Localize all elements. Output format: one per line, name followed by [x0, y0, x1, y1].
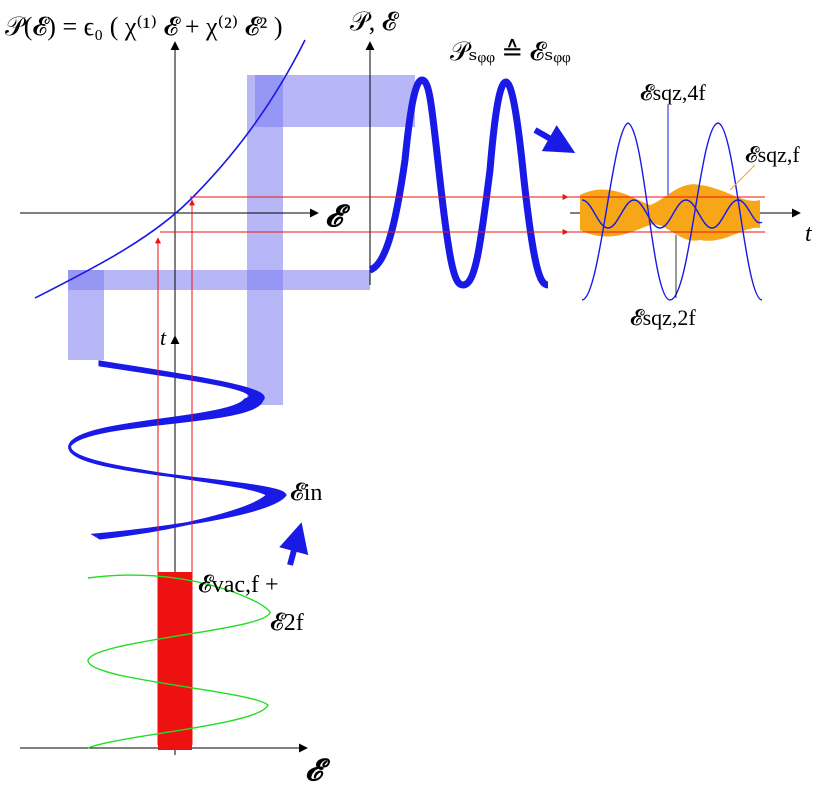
band-low-horizontal	[68, 270, 370, 290]
transfer-bands	[68, 75, 415, 405]
input-field-wave	[68, 360, 287, 540]
e-sqz-2f-wave	[581, 122, 763, 301]
label-p-sqz-eq-e-sqz: 𝒫ₛᵩᵩ ≙ 𝓔ₛᵩᵩ	[450, 37, 571, 66]
axis-label-t-left: t	[160, 325, 167, 350]
e-sqz-4f-wave	[581, 199, 763, 229]
band-mid-vertical	[247, 75, 283, 405]
label-e-sqz-2f: 𝓔sqz,2f	[630, 305, 696, 330]
axis-label-t-right: t	[805, 221, 813, 247]
callouts	[279, 105, 756, 566]
label-e-sqz-4f: 𝓔sqz,4f	[640, 80, 706, 105]
polarization-formula: 𝒫(𝓔) = ϵ₀ ( χ⁽¹⁾ 𝓔 + χ⁽²⁾ 𝓔² )	[5, 12, 283, 41]
squeezed-field-panel	[568, 122, 765, 301]
axis-label-e-bottom: 𝓔	[305, 753, 331, 788]
label-e-2f: 𝓔2f	[270, 610, 304, 636]
second-harmonic-wave	[87, 574, 271, 749]
label-e-in: 𝓔in	[290, 480, 322, 506]
axis-label-e-mid: 𝓔	[325, 199, 351, 234]
red-projection-arrows	[155, 194, 569, 745]
label-e-vac-f-plus: 𝓔vac,f +	[198, 572, 279, 598]
label-e-sqz-f: 𝓔sqz,f	[745, 142, 800, 167]
axis-label-p-e: 𝒫, 𝓔	[350, 7, 400, 36]
squeezed-output-wave	[368, 76, 549, 289]
vacuum-field-block	[158, 572, 192, 750]
axes	[20, 41, 801, 755]
band-left-vertical	[68, 270, 104, 360]
